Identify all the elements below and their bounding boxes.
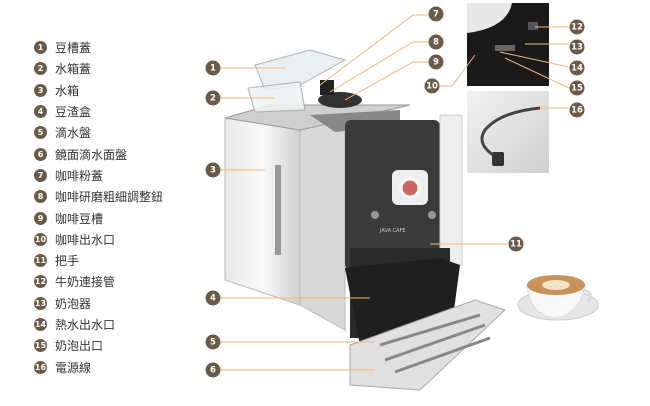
callout-badge: 12 xyxy=(569,19,585,35)
part-label: 鏡面滴水面盤 xyxy=(55,147,128,162)
callout-badge: 3 xyxy=(205,162,221,178)
coffee-machine: JAVA CAFE xyxy=(224,49,506,391)
callout-badge: 8 xyxy=(428,34,444,50)
legend-item: 7 咖啡粉蓋 xyxy=(34,165,163,186)
number-badge: 6 xyxy=(34,147,47,161)
leader-lines xyxy=(221,14,570,371)
part-label: 咖啡出水口 xyxy=(55,232,116,247)
number-badge: 10 xyxy=(34,232,47,246)
callout-badge: 11 xyxy=(508,236,524,252)
part-label: 水箱蓋 xyxy=(55,62,92,77)
legend-item: 3 水箱 xyxy=(34,80,163,101)
legend-item: 11 把手 xyxy=(34,250,163,271)
number-badge: 2 xyxy=(34,62,47,76)
part-label: 電源線 xyxy=(55,360,92,375)
brand-logo: JAVA CAFE xyxy=(379,228,406,234)
legend-item: 9 咖啡豆槽 xyxy=(34,207,163,228)
callout-badge: 9 xyxy=(428,54,444,70)
part-label: 豆槽蓋 xyxy=(55,41,92,56)
part-label: 熱水出水口 xyxy=(55,318,116,332)
part-label: 滴水盤 xyxy=(55,126,92,141)
number-badge: 9 xyxy=(34,211,47,225)
legend-item: 8 咖啡研磨粗細調整鈕 xyxy=(34,186,163,207)
power-cord-inset xyxy=(467,91,549,173)
legend-item: 4 豆渣盒 xyxy=(34,101,163,122)
part-label: 奶泡出口 xyxy=(55,339,104,354)
part-label: 咖啡粉蓋 xyxy=(55,168,104,183)
number-badge: 3 xyxy=(34,83,47,97)
number-badge: 16 xyxy=(34,360,47,374)
callout-badge: 16 xyxy=(569,102,585,118)
number-badge: 5 xyxy=(34,126,47,140)
callout-badge: 13 xyxy=(569,39,585,55)
number-badge: 8 xyxy=(34,190,47,204)
callout-badge: 6 xyxy=(205,362,221,378)
callout-badge: 5 xyxy=(205,334,221,350)
number-badge: 14 xyxy=(34,318,47,331)
part-label: 水箱 xyxy=(55,83,80,98)
callout-badge: 10 xyxy=(424,78,440,94)
legend-item: 14 熱水出水口 xyxy=(34,314,163,335)
coffee-cup-illustration xyxy=(517,275,599,321)
part-label: 奶泡器 xyxy=(55,296,92,311)
part-label: 把手 xyxy=(55,254,80,269)
number-badge: 11 xyxy=(34,254,47,268)
part-label: 咖啡豆槽 xyxy=(55,211,104,226)
number-badge: 15 xyxy=(34,339,47,353)
legend-item: 1 豆槽蓋 xyxy=(34,37,163,58)
legend-item: 15 奶泡出口 xyxy=(34,335,163,356)
legend-item: 12 牛奶連接管 xyxy=(34,271,163,292)
callout-badge: 4 xyxy=(205,290,221,306)
number-badge: 12 xyxy=(34,275,47,289)
number-badge: 1 xyxy=(34,41,47,55)
legend-item: 6 鏡面滴水面盤 xyxy=(34,143,163,164)
part-label: 牛奶連接管 xyxy=(55,275,116,290)
legend-item: 13 奶泡器 xyxy=(34,293,163,314)
part-label: 豆渣盒 xyxy=(55,105,92,120)
parts-legend: 1 豆槽蓋 2 水箱蓋 3 水箱 4 豆渣盒 5 滴水盤 6 鏡面滴水面盤 7 咖啡粉蓋 8 咖啡研磨粗細調整… xyxy=(34,37,163,378)
callout-badge: 7 xyxy=(428,6,444,22)
legend-item: 2 水箱蓋 xyxy=(34,58,163,79)
callout-badge: 1 xyxy=(205,60,221,76)
legend-item: 5 滴水盤 xyxy=(34,122,163,143)
callout-badge: 14 xyxy=(569,60,585,76)
callout-badge: 15 xyxy=(569,80,585,96)
legend-item: 16 電源線 xyxy=(34,356,163,377)
number-badge: 13 xyxy=(34,296,47,310)
callout-badge: 2 xyxy=(205,90,221,106)
number-badge: 4 xyxy=(34,105,47,119)
number-badge: 7 xyxy=(34,168,47,182)
legend-item: 10 咖啡出水口 xyxy=(34,229,163,250)
part-label: 咖啡研磨粗細調整鈕 xyxy=(55,190,164,205)
